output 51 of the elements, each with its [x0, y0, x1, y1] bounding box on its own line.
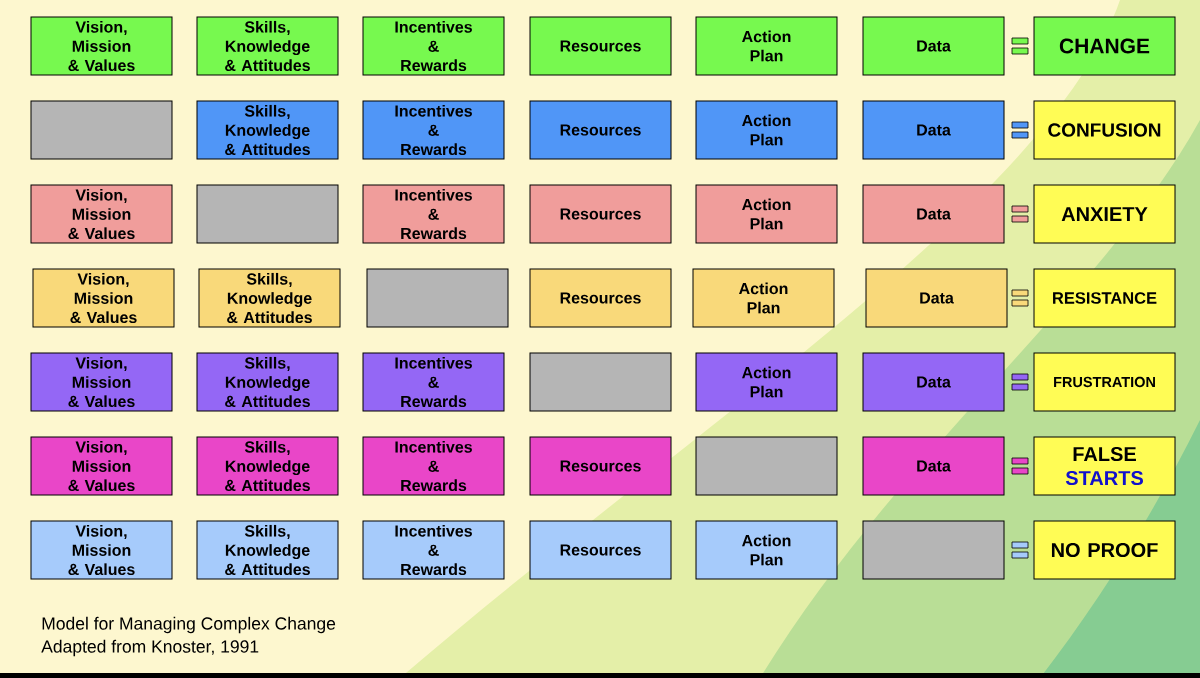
caption-text: Adapted from Knoster, 1991	[41, 639, 259, 657]
factor-box: Skills, Knowledge & Attitudes	[196, 520, 339, 580]
factor-box: Resources	[529, 520, 672, 580]
result-box: FALSE STARTS	[1033, 436, 1176, 496]
factor-box: Incentives & Rewards	[362, 16, 505, 76]
factor-box: Resources	[529, 184, 672, 244]
factor-box: Data	[862, 100, 1005, 160]
factor-box: Skills, Knowledge & Attitudes	[196, 16, 339, 76]
factor-box: Incentives & Rewards	[362, 436, 505, 496]
factor-box: Skills, Knowledge & Attitudes	[196, 100, 339, 160]
factor-box: Action Plan	[695, 520, 838, 580]
factor-box: Resources	[529, 100, 672, 160]
factor-box: Vision, Mission & Values	[30, 520, 173, 580]
factor-box: Resources	[529, 268, 672, 328]
factor-box: Vision, Mission & Values	[32, 268, 175, 328]
factor-box: Vision, Mission & Values	[30, 436, 173, 496]
factor-box: Skills, Knowledge & Attitudes	[196, 436, 339, 496]
empty-box	[529, 352, 672, 412]
factor-box: Data	[862, 184, 1005, 244]
empty-box	[862, 520, 1005, 580]
factor-box: Skills, Knowledge & Attitudes	[196, 352, 339, 412]
factor-box: Data	[862, 352, 1005, 412]
factor-box: Action Plan	[695, 352, 838, 412]
factor-box: Resources	[529, 436, 672, 496]
factor-box: Incentives & Rewards	[362, 352, 505, 412]
factor-box: Data	[865, 268, 1008, 328]
factor-box: Action Plan	[695, 16, 838, 76]
result-box: CONFUSION	[1033, 100, 1176, 160]
empty-box	[366, 268, 509, 328]
factor-box: Data	[862, 16, 1005, 76]
factor-box: Vision, Mission & Values	[30, 16, 173, 76]
empty-box	[30, 100, 173, 160]
result-box: ANXIETY	[1033, 184, 1176, 244]
factor-box: Resources	[529, 16, 672, 76]
result-box: FRUSTRATION	[1033, 352, 1176, 412]
factor-box: Incentives & Rewards	[362, 184, 505, 244]
factor-box: Action Plan	[695, 184, 838, 244]
factor-box: Action Plan	[695, 100, 838, 160]
empty-box	[196, 184, 339, 244]
result-box: NO PROOF	[1033, 520, 1176, 580]
caption-text: Model for Managing Complex Change	[42, 616, 336, 634]
empty-box	[695, 436, 838, 496]
factor-box: Incentives & Rewards	[362, 100, 505, 160]
factor-box: Incentives & Rewards	[362, 520, 505, 580]
factor-box: Skills, Knowledge & Attitudes	[198, 268, 341, 328]
factor-box: Vision, Mission & Values	[30, 184, 173, 244]
factor-box: Data	[862, 436, 1005, 496]
result-box: CHANGE	[1033, 16, 1176, 76]
factor-box: Vision, Mission & Values	[30, 352, 173, 412]
result-box: RESISTANCE	[1033, 268, 1176, 328]
factor-box: Action Plan	[692, 268, 835, 328]
